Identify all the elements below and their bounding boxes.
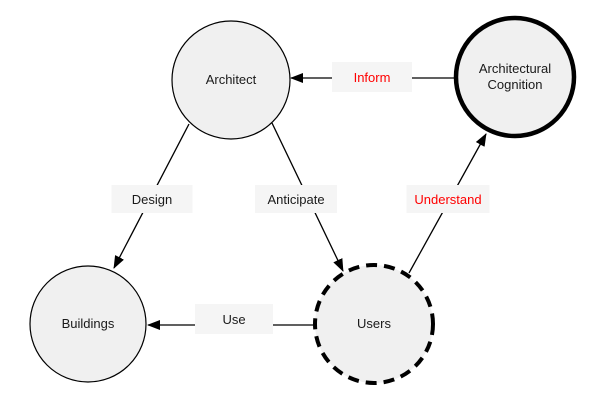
edge-label-understand: Understand (406, 185, 490, 213)
edge-label-anticipate: Anticipate (255, 185, 337, 213)
edge-label-use: Use (195, 304, 273, 334)
edge-label-inform: Inform (332, 62, 412, 92)
node-buildings-circle (29, 265, 147, 383)
node-architect-circle (171, 20, 291, 140)
node-users-circle (313, 263, 435, 385)
edge-label-design: Design (111, 185, 193, 213)
node-architectural-cognition-circle (453, 15, 577, 139)
